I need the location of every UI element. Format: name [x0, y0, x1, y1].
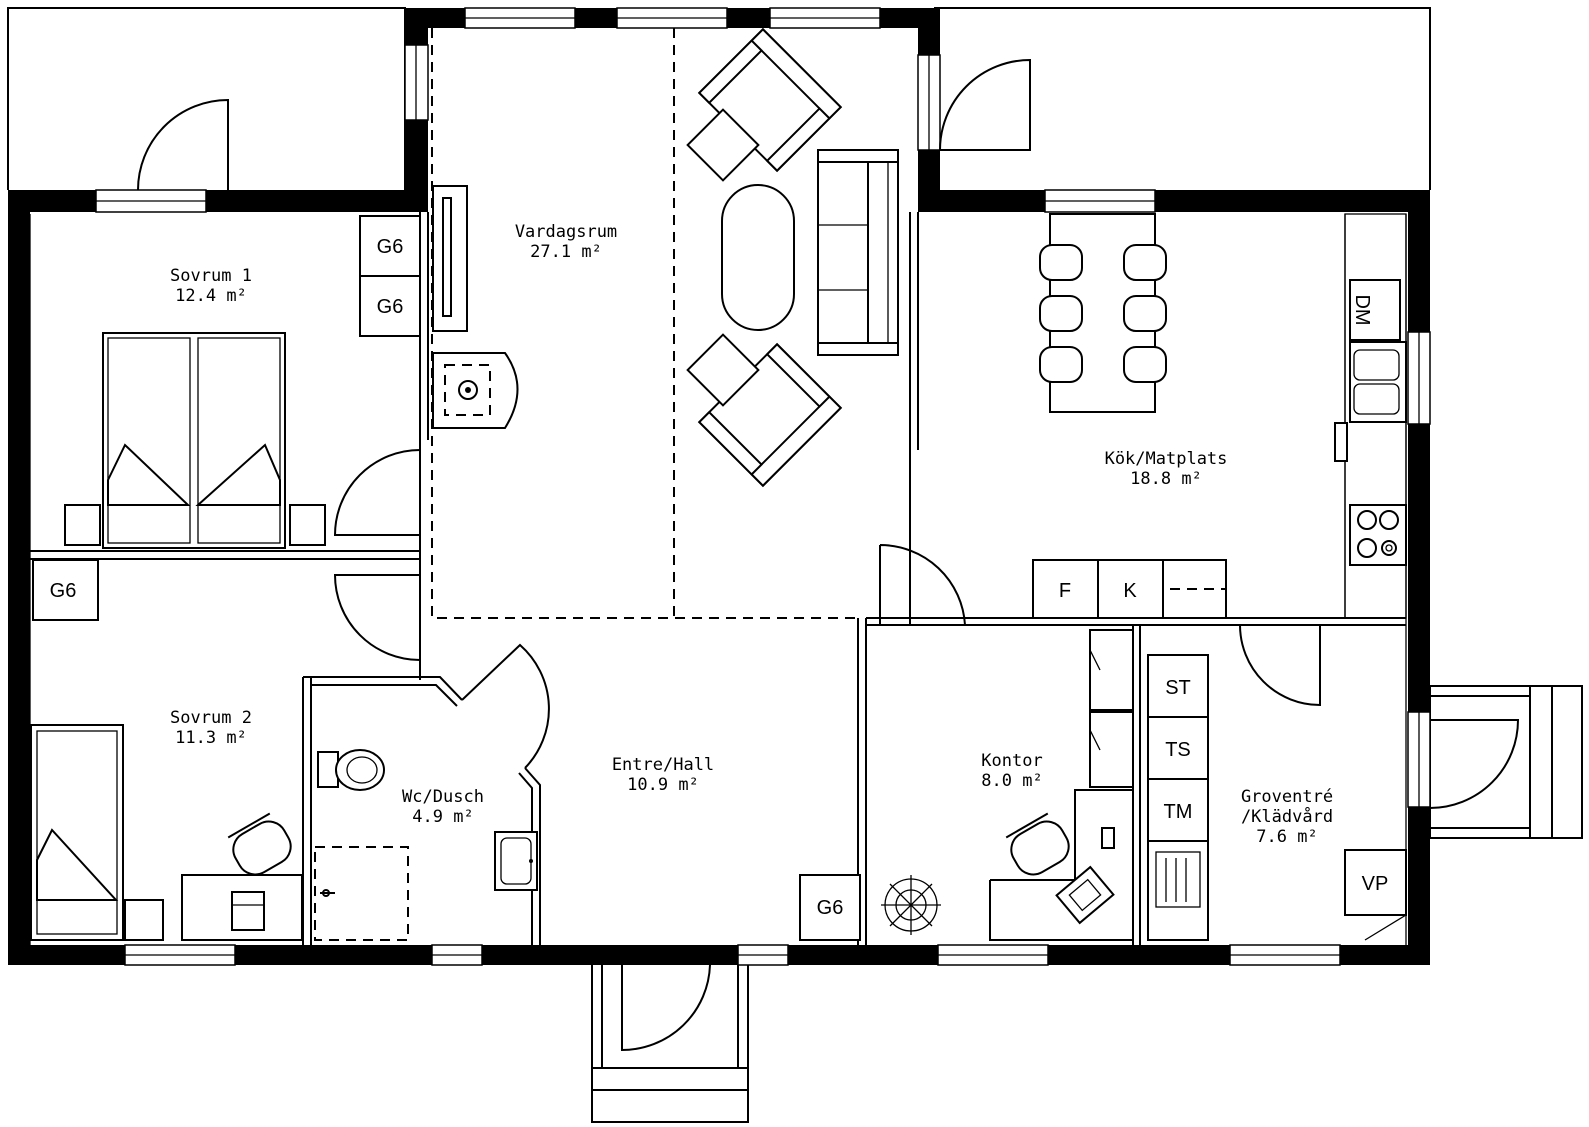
room-name-kok: Kök/Matplats: [1105, 449, 1228, 469]
label-fridge: F: [1059, 580, 1071, 602]
room-area-wc: 4.9 m²: [412, 807, 473, 827]
single-bed: [30, 724, 124, 941]
double-bed: [64, 332, 326, 549]
utility-units: [1147, 654, 1407, 941]
label-wardrobe-g6-1: G6: [377, 236, 404, 258]
toilet: [317, 749, 385, 791]
room-area-entre: 10.9 m²: [627, 775, 699, 795]
room-area-kok: 18.8 m²: [1130, 469, 1202, 489]
wardrobe-bedroom2: [32, 559, 99, 621]
label-vp: VP: [1362, 873, 1389, 895]
armchairs: [686, 27, 843, 488]
shower-area: [314, 846, 409, 941]
room-area-sovrum1: 12.4 m²: [175, 286, 247, 306]
room-area-groventre: 7.6 m²: [1256, 827, 1317, 847]
windows: [95, 7, 1431, 966]
coffee-table: [721, 184, 795, 331]
label-wardrobe-g6-4: G6: [817, 897, 844, 919]
wardrobe-hall: [799, 874, 861, 941]
office-desk: [989, 789, 1134, 941]
room-name-vardagsrum: Vardagsrum: [515, 222, 617, 242]
fireplace: [432, 185, 519, 429]
label-st: ST: [1165, 677, 1191, 699]
room-name2-groventre: /Klädvård: [1241, 806, 1333, 827]
plant: [881, 875, 941, 935]
dining-chairs: [1039, 244, 1167, 383]
label-dishwasher: DM: [1351, 294, 1373, 325]
room-area-kontor: 8.0 m²: [981, 771, 1042, 791]
nightstand: [124, 899, 164, 941]
side-steps: [1429, 685, 1583, 839]
entrance-steps: [591, 958, 749, 1123]
room-name-groventre: Groventré: [1241, 787, 1333, 807]
label-wardrobe-g6-2: G6: [377, 296, 404, 318]
room-area-vardagsrum: 27.1 m²: [530, 242, 602, 262]
wardrobes-bedroom1: [359, 215, 421, 337]
porch-top-left: [7, 7, 406, 190]
label-wardrobe-g6-3: G6: [50, 580, 77, 602]
room-name-sovrum1: Sovrum 1: [170, 266, 252, 286]
office-shelves: [1089, 629, 1134, 788]
desk-bedroom2: [181, 812, 303, 941]
label-freezer: K: [1123, 580, 1137, 602]
porch-top-right: [934, 7, 1431, 190]
sofa: [817, 149, 899, 356]
sink: [494, 831, 538, 891]
kitchen-counter: [1334, 213, 1407, 619]
doors: [137, 58, 1520, 1052]
room-name-sovrum2: Sovrum 2: [170, 708, 252, 728]
room-area-sovrum2: 11.3 m²: [175, 728, 247, 748]
room-name-entre: Entre/Hall: [612, 755, 714, 775]
fridge-freezer: [1032, 559, 1227, 619]
label-ts: TS: [1165, 739, 1191, 761]
room-name-wc: Wc/Dusch: [402, 787, 484, 807]
label-tm: TM: [1164, 801, 1193, 823]
room-name-kontor: Kontor: [981, 751, 1042, 771]
